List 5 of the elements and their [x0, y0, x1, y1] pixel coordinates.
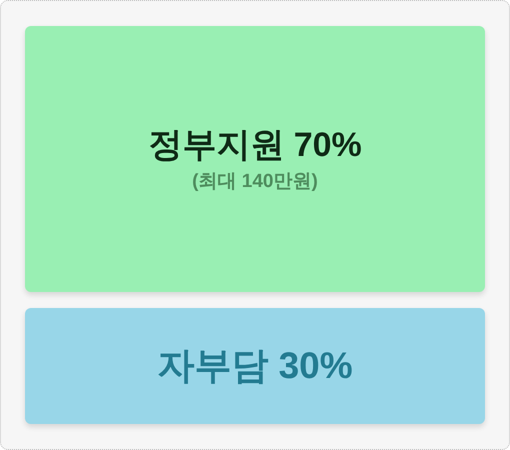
limit-note: (최대 140만원): [192, 170, 318, 192]
share-label: 정부지원 70%: [148, 126, 362, 165]
funding-box: [25, 26, 485, 292]
share-label: 자부담 30%: [157, 344, 353, 388]
funding-box: [25, 308, 485, 424]
